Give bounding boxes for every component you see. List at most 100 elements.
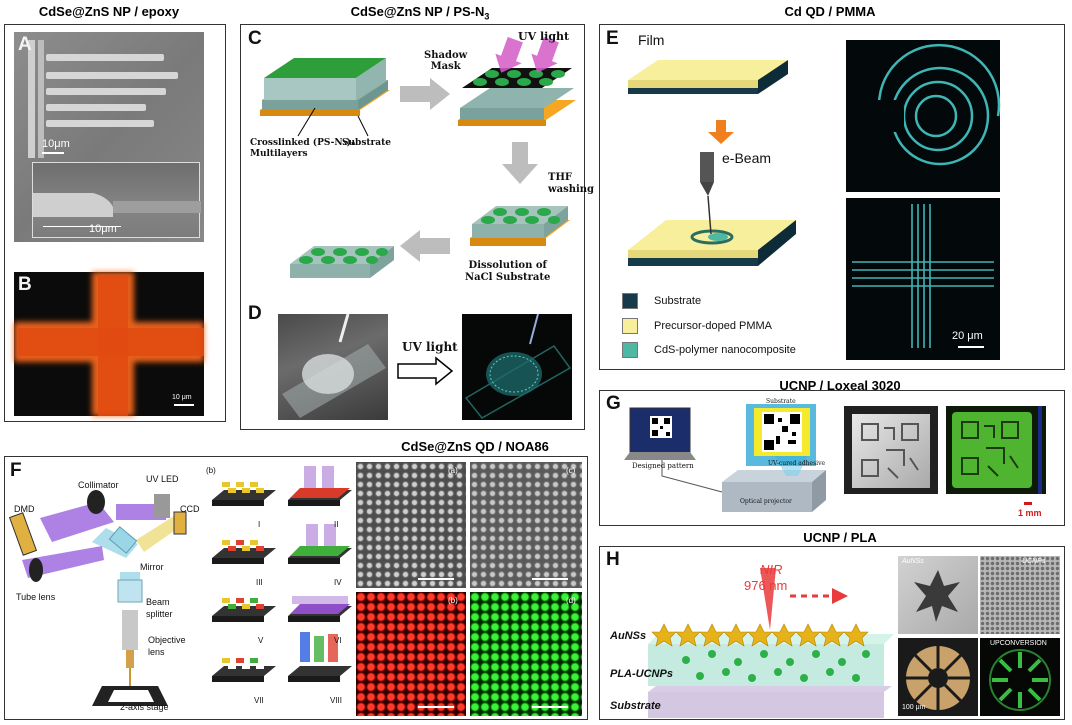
panel-d-arrow — [397, 356, 454, 386]
panel-a-scale-bar-2 — [43, 226, 121, 227]
legend-swatch-substrate — [622, 293, 638, 309]
label-substrate-g: Substrate — [766, 398, 796, 405]
panel-b-letter: B — [18, 274, 32, 295]
grid-d-scale — [532, 706, 568, 708]
label-ccd: CCD — [180, 504, 200, 514]
grid-b-red — [356, 592, 466, 716]
panel-e-letter: E — [606, 28, 619, 49]
panel-h-schematic — [648, 568, 894, 718]
roman-VII: VII — [254, 696, 264, 705]
panel-a-inset-fiber — [33, 193, 201, 217]
img-label-ucnps: UCNPs — [1022, 558, 1046, 565]
label-objective: Objective lens — [148, 635, 186, 657]
well-IV — [288, 524, 352, 564]
label-uv-light-d: UV light — [402, 340, 458, 354]
panel-e-spiral-image — [846, 40, 1001, 192]
label-tube-lens: Tube lens — [16, 592, 56, 602]
label-ebeam: e-Beam — [722, 150, 772, 166]
label-adhesive: UV-cured adhesive — [768, 460, 826, 467]
panel-b-cross — [14, 272, 204, 416]
green-wheel — [989, 649, 1051, 711]
label-substrate-h: Substrate — [610, 700, 661, 712]
panel-h-tem-aunss: AuNSs — [898, 556, 978, 634]
grid-d-green — [470, 592, 582, 716]
img-label-scale-h: 100 μm — [902, 704, 926, 711]
well-VII — [212, 658, 276, 682]
panel-a-scale-bar-1 — [42, 152, 64, 154]
label-nir: NIR — [760, 562, 783, 577]
arrow-down — [502, 142, 538, 184]
aunss-particle — [914, 570, 960, 622]
grid-b-scale — [418, 706, 454, 708]
grid-label-c: (c) — [566, 466, 576, 475]
panel-d-letter: D — [248, 303, 262, 324]
label-film: Film — [638, 32, 665, 48]
panel-f-wells — [212, 466, 352, 682]
panel-e-scale: 20 μm — [952, 330, 983, 342]
arrow-right-1 — [400, 78, 450, 110]
label-crosslinked: Crosslinked (PS-N₃)ₙ Multilayers — [250, 138, 356, 159]
grid-label-b: (b) — [448, 596, 458, 605]
img-label-upconversion: UPCONVERSION — [990, 640, 1047, 647]
legend-swatch-cds — [622, 342, 638, 358]
roman-III: III — [256, 578, 263, 587]
panel-h-letter: H — [606, 549, 620, 570]
label-projector: Optical projector — [740, 498, 792, 505]
panel-a-inset: 10μm — [32, 162, 201, 238]
label-pla-ucnps: PLA-UCNPs — [610, 668, 673, 680]
roman-V: V — [258, 636, 264, 645]
roman-IV: IV — [334, 578, 342, 587]
panel-e-schematic — [628, 60, 796, 266]
label-dmd: DMD — [14, 504, 35, 514]
title-panel-f: CdSe@ZnS QD / NOA86 — [401, 439, 549, 454]
panel-b-image: B 10 μm — [14, 272, 204, 416]
panel-g-scale-bar — [1024, 502, 1032, 505]
well-I — [212, 482, 276, 506]
legend-label-substrate: Substrate — [654, 295, 702, 307]
label-shadow-mask: Shadow Mask — [424, 50, 468, 72]
panel-g-qr-white — [861, 423, 919, 479]
gold-wheel — [906, 646, 970, 710]
panel-e-spiral — [876, 43, 1001, 166]
panel-g-schematic — [624, 404, 826, 512]
title-panel-c: CdSe@ZnS NP / PS-N3 — [350, 4, 490, 22]
label-uvled: UV LED — [146, 474, 179, 484]
panel-g-letter: G — [606, 393, 621, 414]
panel-d-photo-before — [278, 313, 388, 420]
well-VI — [288, 596, 352, 622]
roman-II: II — [334, 520, 339, 529]
grid-a-gray — [356, 462, 466, 588]
label-beam-splitter: Beam splitter — [146, 597, 173, 619]
block-masked — [458, 68, 576, 126]
well-V — [212, 598, 276, 622]
panel-g-qr-green — [961, 421, 1019, 477]
panel-a-scale-2: 10μm — [89, 223, 117, 235]
panel-d-slide-before — [282, 313, 386, 418]
panel-h-pattern-green: UPCONVERSION — [980, 638, 1060, 716]
panel-e-scale-bar — [958, 346, 984, 348]
label-mirror: Mirror — [140, 562, 164, 572]
grid-label-a: (a) — [448, 466, 458, 475]
panel-a-sem-image: 10μm 10μm A — [14, 32, 204, 242]
panel-c-schematic — [260, 36, 576, 278]
label-aunss: AuNSs — [610, 630, 647, 642]
title-panel-e: Cd QD / PMMA — [784, 4, 876, 19]
label-substrate-c: Substrate — [342, 138, 392, 148]
legend-label-pmma: Precursor-doped PMMA — [654, 320, 772, 332]
legend-label-cds: CdS-polymer nanocomposite — [654, 344, 796, 356]
panel-h-tem-ucnps: UCNPs — [980, 556, 1060, 634]
label-thf: THF washing — [548, 172, 595, 195]
grid-c-scale — [532, 578, 568, 580]
title-panel-g: UCNP / Loxeal 3020 — [779, 378, 901, 393]
panel-f-letter: F — [10, 460, 22, 481]
panel-g-photo-white — [844, 406, 938, 494]
panel-d-slide-after — [464, 313, 572, 419]
panel-c-letter: C — [248, 28, 262, 49]
panel-b-scale-bar — [174, 404, 194, 406]
block-released — [290, 246, 394, 278]
label-stage: 2-axis stage — [120, 702, 169, 712]
well-II — [288, 466, 352, 506]
well-III — [212, 540, 276, 564]
panel-d-photo-after — [462, 313, 572, 420]
label-wavelength: 976 nm — [744, 578, 788, 593]
